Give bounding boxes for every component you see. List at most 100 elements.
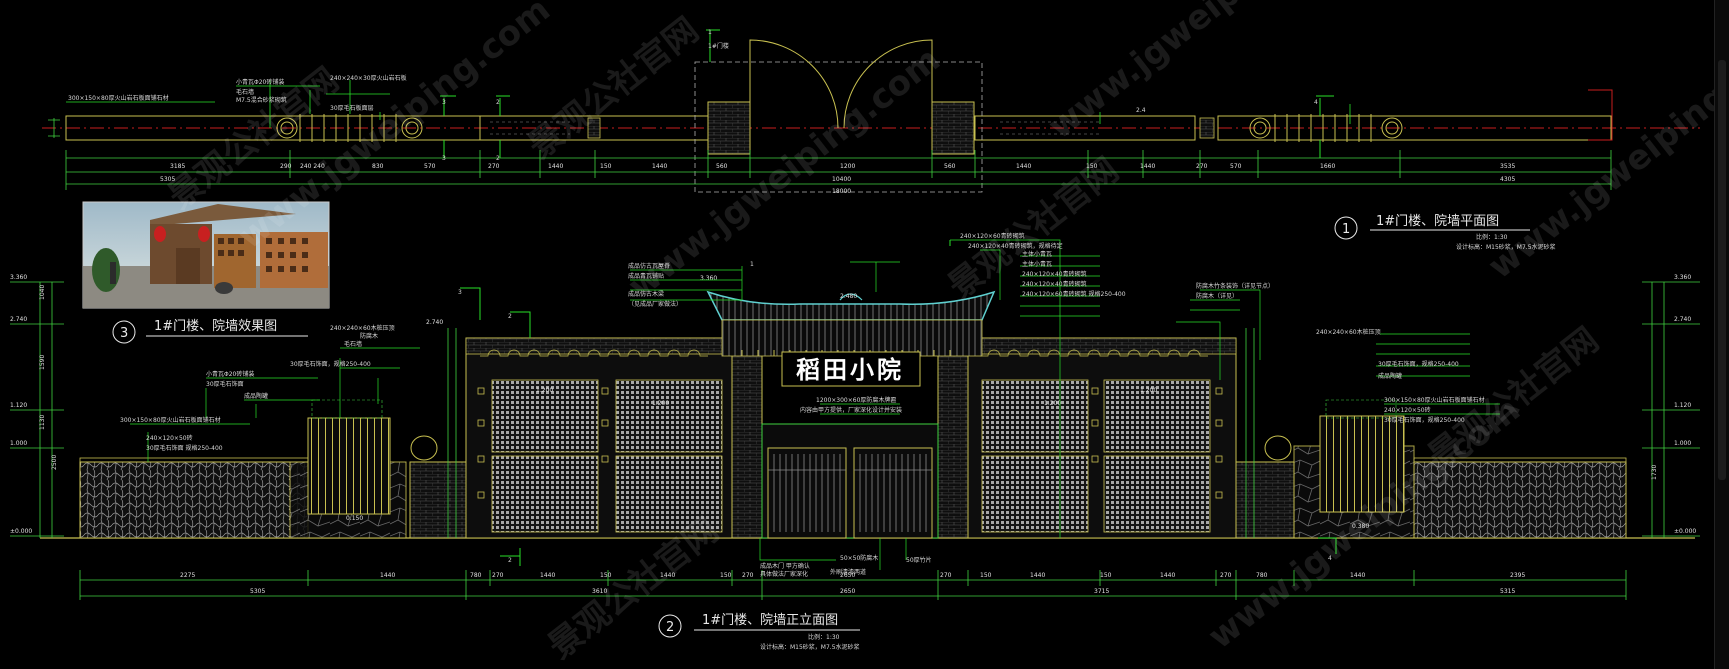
plan-dim-top-19: 3535: [1500, 163, 1515, 170]
plan-callout-2: 小青瓦Φ20砖铺装: [236, 78, 284, 86]
elevation-dim-total-4: 3715: [1094, 588, 1109, 595]
elevation-dim-bottom-13: 1440: [1030, 572, 1045, 579]
elevation-grille-panel-2: [615, 379, 723, 453]
elevation-grille-panel-5: [981, 379, 1089, 453]
elevation-vert-dim-2: 1590: [39, 355, 46, 370]
elevation-dim-bottom-6: 150: [600, 572, 612, 579]
plan-dim-total-2: 10400: [832, 176, 851, 183]
elevation-callout-right-4: 成品陶罐: [1378, 372, 1402, 380]
plan-wall-center-right: [974, 115, 1196, 141]
plan-dim-top-12: 560: [944, 163, 956, 170]
plan-pillar-right: [931, 101, 975, 155]
elevation-callout-center-12: 1200×300×60厚防腐木牌匾: [816, 396, 896, 404]
plan-dim-top-7: 1440: [548, 163, 563, 170]
elevation-callout-center-16: 50×50防腐木: [840, 554, 878, 562]
vertical-scrollbar[interactable]: [1714, 0, 1729, 669]
render-title-number: 3: [120, 326, 128, 341]
elevation-dim-total-5: 5315: [1500, 588, 1515, 595]
elevation-level-right-5: ±0.000: [1674, 528, 1696, 535]
elevation-level-left-5: ±0.000: [10, 528, 32, 535]
elevation-title-number-circle: [658, 614, 682, 638]
elevation-inner-level-4: 1.200: [1044, 400, 1061, 407]
render-title-number-circle: [112, 320, 136, 344]
elevation-jar-right: [1264, 435, 1292, 461]
elevation-grille-panel-1: [491, 379, 599, 453]
elevation-sign-text: 稻田小院: [796, 355, 904, 384]
elevation-vert-dim-5: 1730: [1651, 465, 1658, 480]
plan-dim-top-11: 1200: [840, 163, 855, 170]
elevation-section-3: 3: [458, 289, 462, 296]
elevation-callout-right-1: 240×240×60木桩压顶: [1316, 328, 1381, 336]
elevation-dim-bottom-2: 1440: [380, 572, 395, 579]
elevation-callout-right-2: 防腐木竹条装饰（详见节点）: [1196, 282, 1274, 290]
elevation-dim-bottom-7: 1440: [660, 572, 675, 579]
plan-section-3b: 3: [442, 155, 446, 162]
elevation-dim-bottom-9: 270: [742, 572, 754, 579]
plan-dim-top-18: 1660: [1320, 163, 1335, 170]
elevation-callout-center-7: 主体小青瓦: [1022, 250, 1052, 258]
elevation-callout-center-15: 具体做法厂家深化: [760, 570, 808, 578]
elevation-jar-left: [410, 435, 438, 461]
elevation-dim-total-1: 5305: [250, 588, 265, 595]
plan-dim-top-10: 560: [716, 163, 728, 170]
plan-roof-outline: [694, 61, 983, 193]
elevation-level-left-1: 3.360: [10, 274, 27, 281]
plan-dim-top-3: 240 240: [300, 163, 325, 170]
elevation-callout-left-2: 30厚毛石饰面 规格250-400: [146, 444, 223, 452]
plan-dim-top-14: 150: [1086, 163, 1098, 170]
plan-dim-top-15: 1440: [1140, 163, 1155, 170]
elevation-section-2: 2: [508, 313, 512, 320]
elevation-inner-level-5: 1.200: [1140, 387, 1157, 394]
plan-door-swing-right: [843, 39, 933, 129]
elevation-section-1: 1: [750, 261, 754, 268]
elevation-gate-pillar-left: [731, 343, 763, 539]
plan-callout-5: 1#门楼: [708, 42, 729, 50]
elevation-callout-center-4: （见成品厂家做法）: [628, 300, 682, 308]
elevation-note: 设计标高：M15砂浆，M7.5水泥砂浆: [760, 643, 860, 651]
plan-callout-3: 毛石墙: [236, 88, 254, 96]
elevation-callout-center-17: 外刷清漆两道: [830, 568, 866, 576]
plan-section-2a: 2: [496, 99, 500, 106]
elevation-inner-level-1: 2.740: [426, 319, 443, 326]
elevation-callout-left-9: 240×240×60木桩压顶: [330, 324, 395, 332]
elevation-callout-left-5: 成品陶罐: [244, 392, 268, 400]
elevation-callout-left-8: 30厚毛石饰面，规格250-400: [290, 360, 371, 368]
plan-section-2b: 2: [496, 155, 500, 162]
plan-title-number: 1: [1342, 222, 1350, 237]
plan-dim-top-1: 3185: [170, 163, 185, 170]
plan-dim-top-6: 270: [488, 163, 500, 170]
elevation-callout-center-3: 成品仿古木梁: [628, 290, 664, 298]
plan-title: 1#门楼、院墙平面图: [1376, 214, 1499, 229]
plan-section-1: 1: [708, 29, 712, 36]
elevation-callout-center-1: 成品仿古瓦屋脊: [628, 262, 670, 270]
elevation-callout-center-9: 240×120×40青砖砌筑: [1022, 270, 1087, 278]
elevation-callout-right-5: 30厚毛石饰面，规格250-400: [1378, 360, 1459, 368]
plan-section-3a: 3: [442, 99, 446, 106]
elevation-callout-center-8: 主体小青瓦: [1022, 260, 1052, 268]
elevation-callout-right-3: 防腐木（详见）: [1196, 292, 1238, 300]
plan-scale: 比例：1:30: [1476, 233, 1508, 241]
plan-wall-right: [1217, 115, 1612, 141]
elevation-rubble-wall-right: [1413, 461, 1627, 539]
elevation-inner-level-6: 0.150: [346, 515, 363, 522]
elevation-dim-bottom-10: 2650: [840, 572, 855, 579]
vertical-scrollbar-thumb[interactable]: [1718, 60, 1726, 480]
elevation-grille-panel-3: [491, 455, 599, 533]
plan-callout-7: 240×240×30厚火山岩石板: [330, 74, 407, 82]
plan-dim-top-13: 1440: [1016, 163, 1031, 170]
elevation-level-right-3: 1.120: [1674, 402, 1691, 409]
elevation-grille-panel-8: [1103, 455, 1211, 533]
plan-dim-top-17: 570: [1230, 163, 1242, 170]
elevation-callout-left-10: 防腐木: [360, 332, 378, 340]
elevation-grille-panel-7: [981, 455, 1089, 533]
watermark-url-2: www.jgweiping.com: [621, 39, 948, 307]
elevation-dim-bottom-17: 780: [1256, 572, 1268, 579]
elevation-dim-bottom-14: 150: [1100, 572, 1112, 579]
elevation-section-2b: 2: [508, 557, 512, 564]
elevation-dim-bottom-11: 270: [940, 572, 952, 579]
watermark-url-5: www.jgweiping.com: [1481, 19, 1729, 287]
elevation-vert-dim-3: 1130: [39, 415, 46, 430]
